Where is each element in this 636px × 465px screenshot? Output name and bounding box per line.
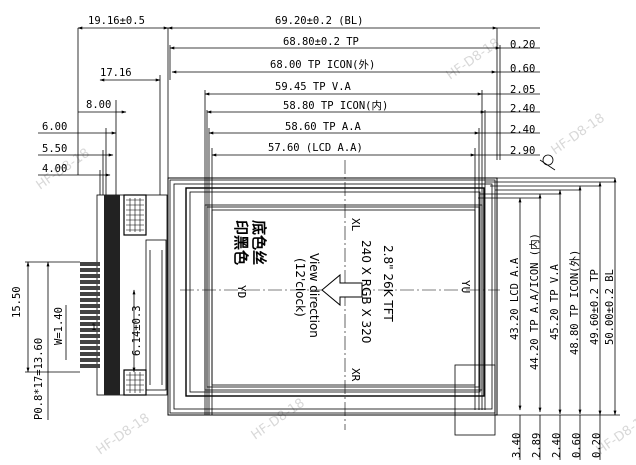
view-clock-label: (12'clock) xyxy=(293,258,307,317)
dim-tp-height: 49.60±0.2 TP xyxy=(589,269,601,345)
xl-label: XL xyxy=(349,218,362,232)
dim-right-4: 2.40 xyxy=(510,103,535,115)
fpc-connector xyxy=(80,194,168,396)
xr-label: XR xyxy=(349,368,362,382)
watermark-1: HF-D8-18 xyxy=(444,36,503,84)
dim-left-2: 8.00 xyxy=(86,99,111,111)
view-direction-arrow-icon xyxy=(321,273,363,307)
dim-lcd-aa-width: 57.60 (LCD A.A) xyxy=(268,142,363,154)
dim-bottom-4: 0.60 xyxy=(571,433,583,458)
dim-left-5: 4.00 xyxy=(42,163,67,175)
dim-lcd-aa-height: 43.20 LCD A.A xyxy=(509,257,521,340)
module-outlines xyxy=(167,177,498,436)
dim-right-1: 0.20 xyxy=(510,39,535,51)
bottom-dims xyxy=(519,415,601,460)
dim-tp-icon-width: 68.00 TP ICON(外) xyxy=(270,59,375,71)
dim-bottom-2: 2.89 xyxy=(531,433,543,458)
dim-left-3: 6.00 xyxy=(42,121,67,133)
watermark-5: HF-D8-18 xyxy=(94,411,153,459)
dim-right-6: 2.90 xyxy=(510,145,535,157)
dim-right-2: 0.60 xyxy=(510,63,535,75)
silkscreen-line-1: 底色丝 xyxy=(250,220,268,265)
dim-bottom-1: 3.40 xyxy=(511,433,523,458)
dim-tp-icon-height: 48.80 TP ICON(外) xyxy=(569,250,581,355)
watermark-4: HF-D8-18 xyxy=(249,396,308,444)
right-vertical-dims xyxy=(475,154,620,416)
tft-label: 2.8" 26K TFT xyxy=(381,245,395,322)
left-vertical-dims xyxy=(25,261,136,420)
view-direction-label: View direction xyxy=(307,253,321,338)
dim-tp-icon-inner-width: 58.80 TP ICON(内) xyxy=(283,99,388,112)
dim-left-4: 5.50 xyxy=(42,143,67,155)
dim-fpc-length: 6.14±0.3 xyxy=(131,305,143,356)
dim-bl-height: 50.00±0.2 BL xyxy=(604,269,616,345)
dim-fpc-offset: 19.16±0.5 xyxy=(88,15,145,27)
dim-tp-aa-width: 58.60 TP A.A xyxy=(285,121,362,133)
dim-tp-va-width: 59.45 TP V.A xyxy=(275,81,352,93)
dim-pitch: P0.8*17=13.60 xyxy=(33,338,45,420)
watermark-2: HF-D8-18 xyxy=(549,111,608,159)
dim-tp-va-height: 45.20 TP V.A xyxy=(549,263,561,340)
yu-label: YU xyxy=(459,280,472,293)
dim-tp-width: 68.80±0.2 TP xyxy=(283,36,359,48)
left-dimension-lines xyxy=(38,78,161,177)
pin-one-label: 1 xyxy=(91,323,96,333)
resolution-label: 240 X RGB X 320 xyxy=(359,240,373,343)
dim-tp-aa-height: 44.20 TP A.A/ICON (内) xyxy=(528,233,541,370)
dim-bl-width: 69.20±0.2 (BL) xyxy=(275,15,364,27)
dim-bottom-5: 0.20 xyxy=(591,433,603,458)
dim-right-5: 2.40 xyxy=(510,124,535,136)
dim-left-1: 17.16 xyxy=(100,67,132,79)
dim-right-3: 2.05 xyxy=(510,84,535,96)
yd-label: YD xyxy=(235,285,248,298)
silkscreen-line-2: 印黑色 xyxy=(232,220,250,265)
dim-fpc-height: 15.50 xyxy=(11,286,23,318)
dim-bottom-3: 2.40 xyxy=(551,433,563,458)
top-dimension-lines xyxy=(77,26,540,157)
dim-w-value: W=1.40 xyxy=(53,307,65,345)
